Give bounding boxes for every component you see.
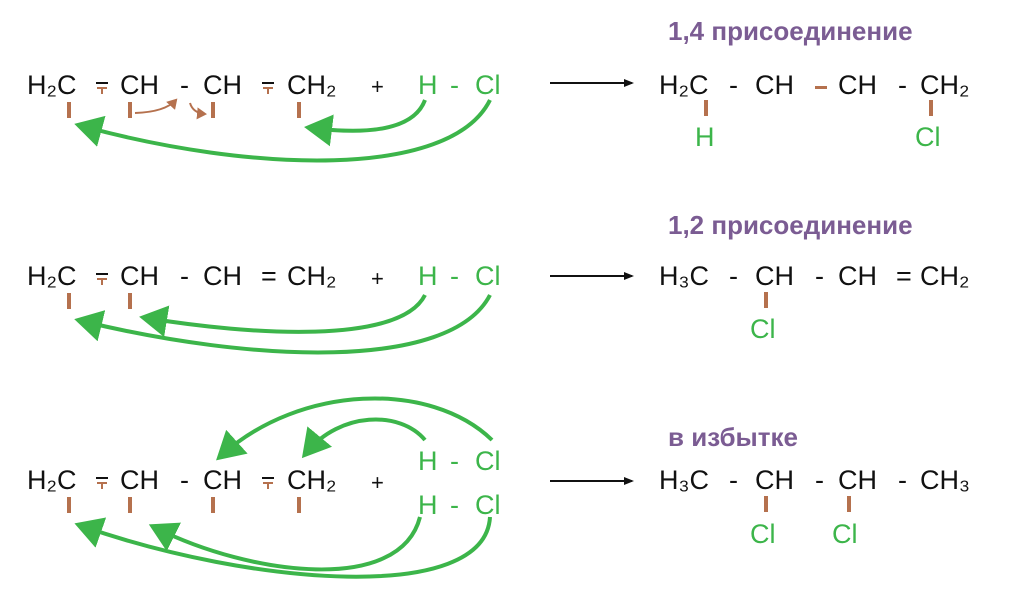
reaction-title: 1,4 присоединение [668, 16, 913, 46]
bond-marker [128, 102, 132, 118]
reactant-group: CH₂ [287, 465, 337, 495]
cl-attack-arrow [74, 99, 492, 163]
reactant-group: CH [203, 465, 242, 495]
reactant-group: CH [203, 261, 242, 291]
bond-marker [67, 102, 71, 118]
reactant-group: H₂C [27, 465, 77, 495]
h-attack-arrow [139, 294, 427, 338]
product-group: CH [755, 465, 794, 495]
bond-marker [67, 293, 71, 309]
new-double-bond [815, 86, 827, 89]
single-bond: - [729, 70, 738, 100]
reagent-bond: - [450, 490, 459, 520]
h-attack-arrow [304, 99, 427, 147]
cl-attack-arrow [74, 294, 492, 355]
substituent-cl: Cl [915, 122, 941, 152]
reaction-title: 1,2 присоединение [668, 210, 913, 240]
bond-marker [211, 497, 215, 513]
reagent-h: H [418, 446, 438, 476]
single-bond: - [815, 465, 824, 495]
substituent-cl: Cl [832, 519, 858, 549]
electron-shift-arrow [189, 102, 207, 120]
single-bond: - [180, 70, 189, 100]
plus-sign: + [371, 470, 384, 495]
reagent-bond: - [450, 446, 459, 476]
bond-marker [128, 293, 132, 309]
product-group: H₃C [659, 465, 709, 495]
product-group: H₃C [659, 261, 709, 291]
electron-shift-arrow [134, 98, 178, 114]
plus-sign: + [371, 266, 384, 291]
reagent-h: H [418, 490, 438, 520]
product-group: CH [755, 70, 794, 100]
product-group: CH [838, 465, 877, 495]
cl-attack-arrow [74, 516, 492, 579]
reagent-bond: - [450, 70, 459, 100]
cl-attack-arrow [216, 396, 494, 461]
substituent-h: H [695, 122, 715, 152]
substituent-cl: Cl [750, 519, 776, 549]
reactant-group: CH [120, 261, 159, 291]
double-bond-breaking [262, 82, 274, 94]
single-bond: - [180, 261, 189, 291]
reactant-group: CH [120, 70, 159, 100]
plus-sign: + [371, 74, 384, 99]
double-bond-breaking [96, 477, 108, 489]
reagent-h: H [418, 70, 438, 100]
reaction-title: в избытке [668, 422, 798, 452]
reactant-group: CH₂ [287, 261, 337, 291]
reagent-h: H [418, 261, 438, 291]
reagent-cl: Cl [475, 261, 501, 291]
reactant-group: CH [120, 465, 159, 495]
double-bond-breaking [96, 82, 108, 94]
bond-marker [764, 292, 768, 308]
single-bond: - [898, 465, 907, 495]
reagent-cl: Cl [475, 490, 501, 520]
reagent-cl: Cl [475, 446, 501, 476]
bond-marker [128, 497, 132, 513]
double-bond-breaking [262, 477, 274, 489]
double-bond: = [261, 261, 277, 291]
product-group: CH₃ [920, 465, 970, 495]
reactant-group: CH₂ [287, 70, 337, 100]
single-bond: - [729, 465, 738, 495]
single-bond: - [898, 70, 907, 100]
product-group: H₂C [659, 70, 709, 100]
reactant-group: H₂C [27, 261, 77, 291]
single-bond: - [729, 261, 738, 291]
bond-marker [67, 497, 71, 513]
product-group: CH [755, 261, 794, 291]
h-attack-arrow [148, 516, 422, 572]
product-group: CH [838, 261, 877, 291]
reagent-cl: Cl [475, 70, 501, 100]
bond-marker [929, 100, 933, 116]
single-bond: - [815, 261, 824, 291]
h-attack-arrow [301, 417, 427, 459]
substituent-cl: Cl [750, 314, 776, 344]
double-bond: = [896, 261, 912, 291]
bond-marker [297, 102, 301, 118]
product-group: CH₂ [920, 70, 970, 100]
bond-marker [211, 102, 215, 118]
bond-marker [297, 497, 301, 513]
bond-marker [764, 496, 768, 512]
bond-marker [704, 100, 708, 116]
double-bond-breaking [96, 273, 108, 285]
reagent-bond: - [450, 261, 459, 291]
product-group: CH [838, 70, 877, 100]
reactant-group: CH [203, 70, 242, 100]
product-group: CH₂ [920, 261, 970, 291]
single-bond: - [180, 465, 189, 495]
bond-marker [847, 496, 851, 512]
reactant-group: H₂C [27, 70, 77, 100]
